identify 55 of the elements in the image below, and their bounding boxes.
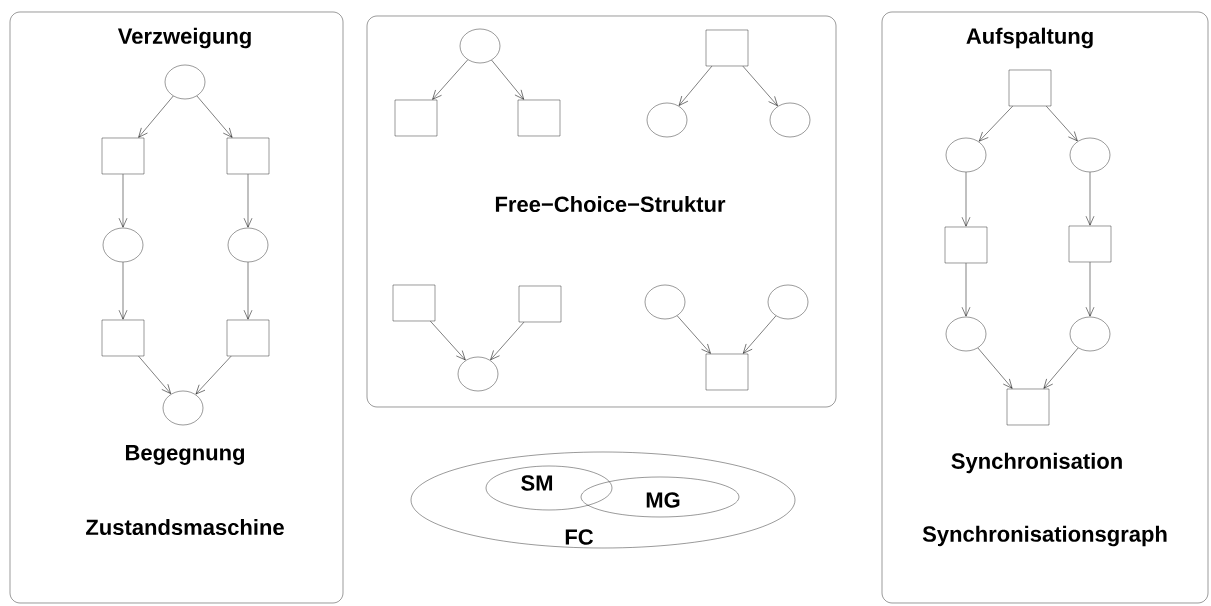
circle-node [459, 28, 501, 64]
square-node [392, 284, 436, 322]
arrow [977, 347, 1013, 389]
arrow [1043, 347, 1079, 389]
arrow [742, 65, 778, 106]
arrow [138, 95, 174, 138]
arrow [243, 261, 253, 320]
arrow [196, 95, 233, 138]
circle-node [102, 227, 144, 263]
square-node [394, 99, 438, 137]
square-node [1068, 225, 1112, 263]
arrow [118, 261, 128, 320]
circle-node [646, 102, 688, 138]
circle-node [164, 64, 206, 100]
square-node [101, 319, 145, 357]
square-node [705, 29, 749, 67]
circle-node [945, 316, 987, 352]
circle-node [227, 227, 269, 263]
square-node [101, 137, 145, 175]
square-node [1008, 69, 1052, 107]
arrow [676, 315, 711, 354]
square-node [517, 99, 561, 137]
square-node [226, 137, 270, 175]
arrow [961, 262, 971, 317]
circle-node [767, 284, 809, 320]
arrow [743, 315, 777, 354]
circle-node [945, 137, 987, 173]
circle-node [457, 356, 499, 392]
arrow [432, 59, 469, 100]
panel: Verzweigung Begegnung Zustandsmaschine [9, 11, 344, 604]
arrow [961, 171, 971, 227]
square-node [226, 319, 270, 357]
arrow [430, 320, 466, 361]
circle-node [1069, 316, 1111, 352]
arrow [1085, 171, 1095, 226]
square-node [518, 285, 562, 323]
arrow [1085, 261, 1095, 317]
arrow [678, 65, 713, 106]
arrow [243, 173, 253, 228]
panel: Free−Choice−Struktur [366, 15, 837, 408]
panel: Aufspaltung Synchronisation Synchronisationsgraph [881, 11, 1209, 604]
circle-node [162, 390, 204, 426]
square-node [705, 353, 749, 391]
arrow [138, 355, 171, 394]
arrow [195, 355, 232, 395]
arrow [490, 321, 525, 361]
arrow [978, 105, 1013, 142]
circle-node [1069, 137, 1111, 173]
square-node [1006, 388, 1050, 426]
arrow [491, 59, 524, 100]
circle-node [769, 102, 811, 138]
arrow [1046, 105, 1078, 142]
arrow [118, 173, 128, 228]
circle-node [644, 284, 686, 320]
square-node [944, 226, 988, 264]
